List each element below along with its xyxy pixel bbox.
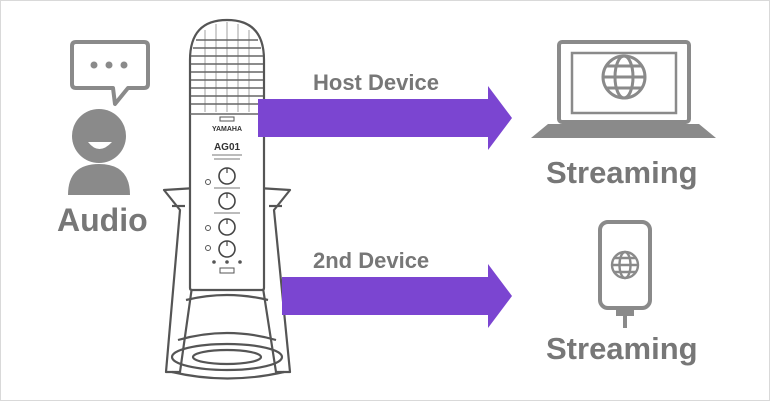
mic-stand [162, 186, 292, 380]
globe-icon [601, 54, 647, 100]
speech-bubble-icon [70, 40, 150, 106]
host-device-arrow [258, 86, 512, 150]
mic-brand: YAMAHA [212, 126, 242, 133]
second-device-label: 2nd Device [313, 248, 430, 273]
smartphone-icon [598, 220, 652, 328]
streaming-second-label: Streaming [546, 331, 698, 366]
audio-label: Audio [57, 202, 148, 238]
yamaha-ag01-microphone: YAMAHA AG01 [188, 18, 266, 292]
host-device-label: Host Device [313, 70, 439, 95]
streaming-host-label: Streaming [546, 155, 698, 190]
second-device-arrow [282, 264, 512, 328]
laptop-icon [531, 40, 716, 138]
mic-model: AG01 [214, 142, 241, 153]
person-speaking-icon [68, 109, 130, 195]
